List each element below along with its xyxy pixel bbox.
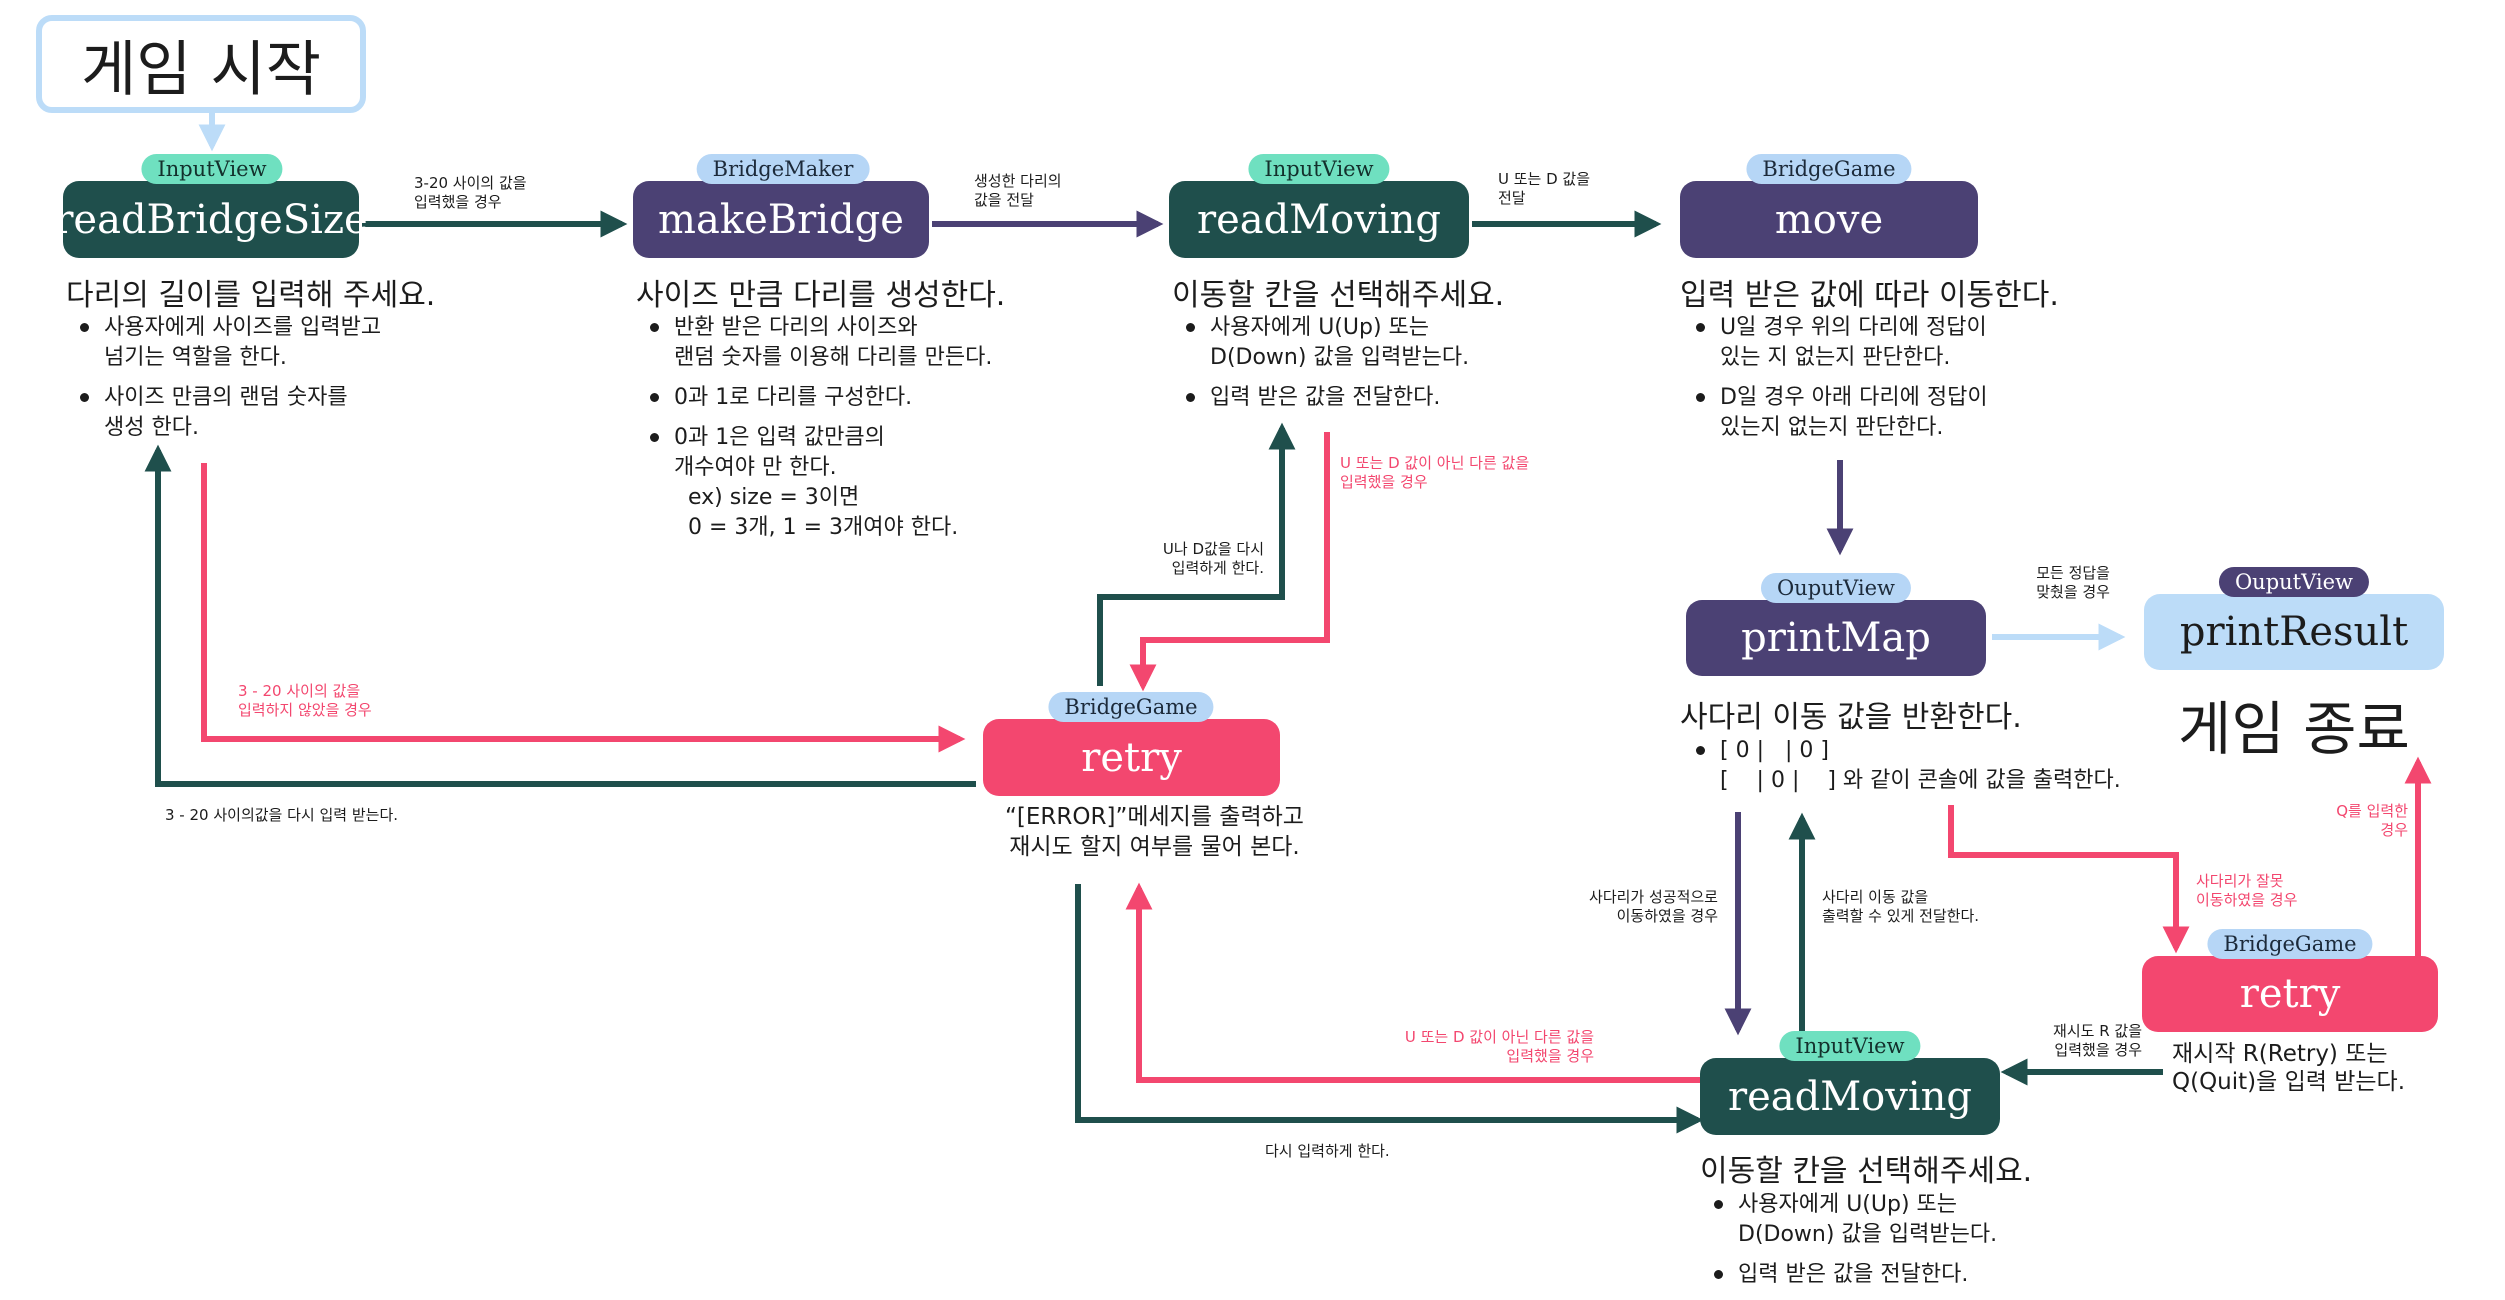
bullet: U일 경우 위의 다리에 정답이 있는 지 없는지 판단한다. — [1686, 313, 1988, 373]
desc-makebridge: 사이즈 만큼 다리를 생성한다. — [636, 278, 1006, 313]
desc-readmoving: 이동할 칸을 선택해주세요. — [1172, 278, 1505, 313]
bullets-readmoving-2: 사용자에게 U(Up) 또는 D(Down) 값을 입력받는다. 입력 받은 값… — [1704, 1190, 1997, 1300]
bullet: 0과 1로 다리를 구성한다. — [640, 383, 992, 413]
node-printmap: printMap — [1686, 600, 1986, 676]
node-retry-right: retry — [2142, 956, 2438, 1032]
node-readbridgesize: readBridgeSize — [54, 181, 368, 258]
node-readmoving-2: readMoving — [1700, 1058, 2000, 1135]
edge-label-size-fail: 3 - 20 사이의 값을 입력하지 않았을 경우 — [238, 682, 372, 719]
desc-retry-right: 재시작 R(Retry) 또는 Q(Quit)을 입력 받는다. — [2172, 1041, 2406, 1095]
edge-label-input-again: 다시 입력하게 한다. — [1265, 1142, 1390, 1160]
bullet: 사이즈 만큼의 랜덤 숫자를 생성 한다. — [70, 383, 381, 443]
tag-bridgegame: BridgeGame — [2207, 929, 2373, 959]
desc-retry-left: “[ERROR]”메세지를 출력하고 재시도 할지 여부를 물어 본다. — [1005, 804, 1304, 860]
edge-label-all-correct: 모든 정답을 맞췄을 경우 — [2036, 564, 2110, 601]
desc-move: 입력 받은 값에 따라 이동한다. — [1680, 278, 2059, 313]
tag-ouputview: OuputView — [2218, 567, 2370, 597]
arrow-retry-to-readbridgesize — [144, 444, 976, 787]
edge-label-retry-r: 재시도 R 값을 입력했을 경우 — [2053, 1022, 2142, 1059]
bullet: 사용자에게 U(Up) 또는 D(Down) 값을 입력받는다. — [1704, 1190, 1997, 1250]
bullet: 사용자에게 사이즈를 입력받고 넘기는 역할을 한다. — [70, 313, 381, 373]
tag-bridgegame: BridgeGame — [1048, 692, 1214, 722]
arrow-readmoving2-invalid-to-retry — [1125, 882, 1700, 1083]
arrow-retry-to-readmoving — [1097, 422, 1296, 686]
bullet: [ 0 | | 0 ] [ | 0 | ] 와 같이 콘솔에 값을 출력한다. — [1686, 736, 2121, 796]
bullet: 입력 받은 값을 전달한다. — [1176, 383, 1469, 413]
bullet: 반환 받은 다리의 사이즈와 랜덤 숫자를 이용해 다리를 만든다. — [640, 313, 992, 373]
arrow-printmap-to-retry-right — [1948, 805, 2190, 954]
edge-label-moved-wrong: 사다리가 잘못 이동하였을 경우 — [2196, 872, 2298, 909]
edge-label-quit: Q를 입력한 경우 — [2336, 802, 2408, 839]
bullet: D일 경우 아래 다리에 정답이 있는지 없는지 판단한다. — [1686, 383, 1988, 443]
tag-ouputview: OuputView — [1760, 573, 1912, 603]
desc-readbridgesize: 다리의 길이를 입력해 주세요. — [66, 278, 436, 313]
bullets-readbridgesize: 사용자에게 사이즈를 입력받고 넘기는 역할을 한다. 사이즈 만큼의 랜덤 숫… — [70, 313, 381, 453]
edge-label-moved-ok: 사다리가 성공적으로 이동하였을 경우 — [1589, 888, 1718, 925]
bullet: 0과 1은 입력 값만큼의 개수여야 만 한다. ex) size = 3이면 … — [640, 423, 992, 543]
end-label: 게임 종료 — [2178, 695, 2410, 763]
arrow-readmoving-invalid-to-retry — [1129, 432, 1330, 692]
bullets-readmoving: 사용자에게 U(Up) 또는 D(Down) 값을 입력받는다. 입력 받은 값… — [1176, 313, 1469, 423]
tag-inputview: InputView — [141, 154, 283, 184]
arrow-size-fail-to-retry — [201, 463, 966, 753]
edge-label-pass-map: 사다리 이동 값을 출력할 수 있게 전달한다. — [1822, 888, 1980, 925]
bullets-makebridge: 반환 받은 다리의 사이즈와 랜덤 숫자를 이용해 다리를 만든다. 0과 1로… — [640, 313, 992, 553]
desc-printmap: 사다리 이동 값을 반환한다. — [1680, 700, 2022, 735]
edge-label-ud-invalid-2: U 또는 D 값이 아닌 다른 값을 입력했을 경우 — [1404, 1028, 1594, 1065]
tag-bridgemaker: BridgeMaker — [696, 154, 870, 184]
tag-bridgegame: BridgeGame — [1746, 154, 1912, 184]
node-printresult: printResult — [2144, 594, 2444, 670]
bullets-printmap: [ 0 | | 0 ] [ | 0 | ] 와 같이 콘솔에 값을 출력한다. — [1686, 736, 2121, 806]
node-move: move — [1680, 181, 1978, 258]
edge-label-ud-invalid: U 또는 D 값이 아닌 다른 값을 입력했을 경우 — [1340, 454, 1530, 491]
tag-inputview: InputView — [1779, 1031, 1921, 1061]
tag-inputview: InputView — [1248, 154, 1390, 184]
start-node: 게임 시작 — [36, 15, 366, 113]
node-readmoving: readMoving — [1169, 181, 1469, 258]
bullets-move: U일 경우 위의 다리에 정답이 있는 지 없는지 판단한다. D일 경우 아래… — [1686, 313, 1988, 453]
node-retry-left: retry — [983, 719, 1280, 796]
edge-label-ud-again: U나 D값을 다시 입력하게 한다. — [1162, 540, 1264, 577]
desc-readmoving-2: 이동할 칸을 선택해주세요. — [1700, 1154, 2033, 1189]
bullet: 사용자에게 U(Up) 또는 D(Down) 값을 입력받는다. — [1176, 313, 1469, 373]
edge-label-size-again: 3 - 20 사이의값을 다시 입력 받는다. — [165, 806, 399, 824]
bullet: 입력 받은 값을 전달한다. — [1704, 1260, 1997, 1290]
edge-label-bridge-made: 생성한 다리의 값을 전달 — [974, 172, 1062, 209]
node-makebridge: makeBridge — [633, 181, 929, 258]
edge-label-size-ok: 3-20 사이의 값을 입력했을 경우 — [414, 174, 527, 211]
edge-label-ud-pass: U 또는 D 값을 전달 — [1498, 170, 1591, 207]
arrow-retry-to-readmoving2 — [1075, 884, 1704, 1134]
